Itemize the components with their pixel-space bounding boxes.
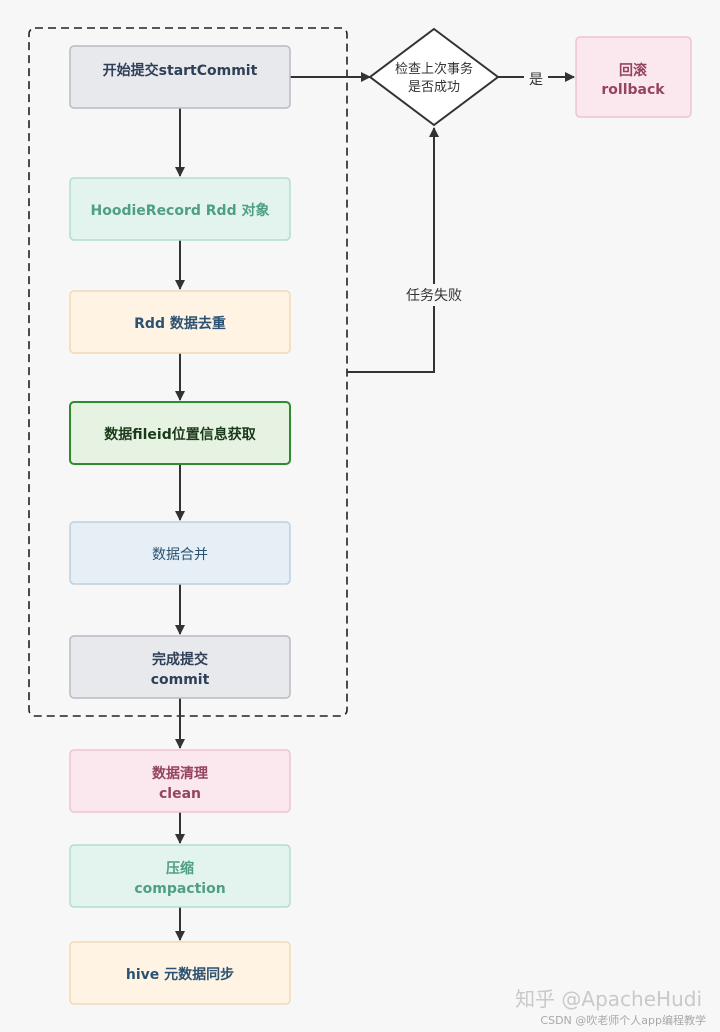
yes-label-bg bbox=[524, 68, 548, 88]
edge-task-failed-to-check bbox=[347, 127, 439, 373]
merge-node: 数据合并 bbox=[69, 521, 291, 585]
hoodie-record-node: HoodieRecord Rdd 对象 bbox=[69, 177, 291, 241]
check-previous-transaction-diamond: 检查上次事务 是否成功 bbox=[368, 27, 500, 127]
task-failed-label: 任务失败 bbox=[406, 288, 462, 304]
check-label-line2: 是否成功 bbox=[408, 80, 460, 95]
dedup-label: Rdd 数据去重 bbox=[134, 315, 226, 332]
hive-sync-label: hive 元数据同步 bbox=[126, 966, 234, 983]
fileid-location-node: 数据fileid位置信息获取 bbox=[69, 401, 291, 465]
connectors bbox=[175, 72, 575, 941]
clean-node: 数据清理 clean bbox=[69, 749, 291, 813]
compaction-label-cn: 压缩 bbox=[166, 860, 194, 877]
clean-label-cn: 数据清理 bbox=[152, 765, 208, 782]
task-failed-label-bg bbox=[400, 284, 468, 306]
rollback-node: 回滚 rollback bbox=[575, 36, 692, 118]
rollback-label-cn: 回滚 bbox=[619, 62, 648, 79]
yes-label: 是 bbox=[529, 72, 543, 88]
merge-label: 数据合并 bbox=[152, 547, 208, 563]
clean-label-en: clean bbox=[159, 786, 201, 802]
compaction-node: 压缩 compaction bbox=[69, 844, 291, 908]
transaction-boundary bbox=[28, 27, 348, 717]
zhihu-watermark: 知乎 @ApacheHudi bbox=[515, 987, 702, 1011]
hive-sync-node: hive 元数据同步 bbox=[69, 941, 291, 1005]
dedup-node: Rdd 数据去重 bbox=[69, 290, 291, 354]
start-commit-node: 开始提交startCommit bbox=[69, 45, 291, 109]
commit-node: 完成提交 commit bbox=[69, 635, 291, 699]
rollback-label-en: rollback bbox=[601, 82, 665, 98]
commit-label-cn: 完成提交 bbox=[152, 651, 208, 668]
fileid-location-label: 数据fileid位置信息获取 bbox=[104, 426, 256, 443]
check-label-line1: 检查上次事务 bbox=[395, 61, 473, 77]
compaction-label-en: compaction bbox=[134, 881, 225, 897]
hoodie-record-label: HoodieRecord Rdd 对象 bbox=[91, 202, 270, 219]
csdn-credit: CSDN @吹老师个人app编程教学 bbox=[540, 1014, 706, 1027]
start-commit-label: 开始提交startCommit bbox=[103, 62, 258, 79]
commit-label-en: commit bbox=[151, 672, 210, 688]
